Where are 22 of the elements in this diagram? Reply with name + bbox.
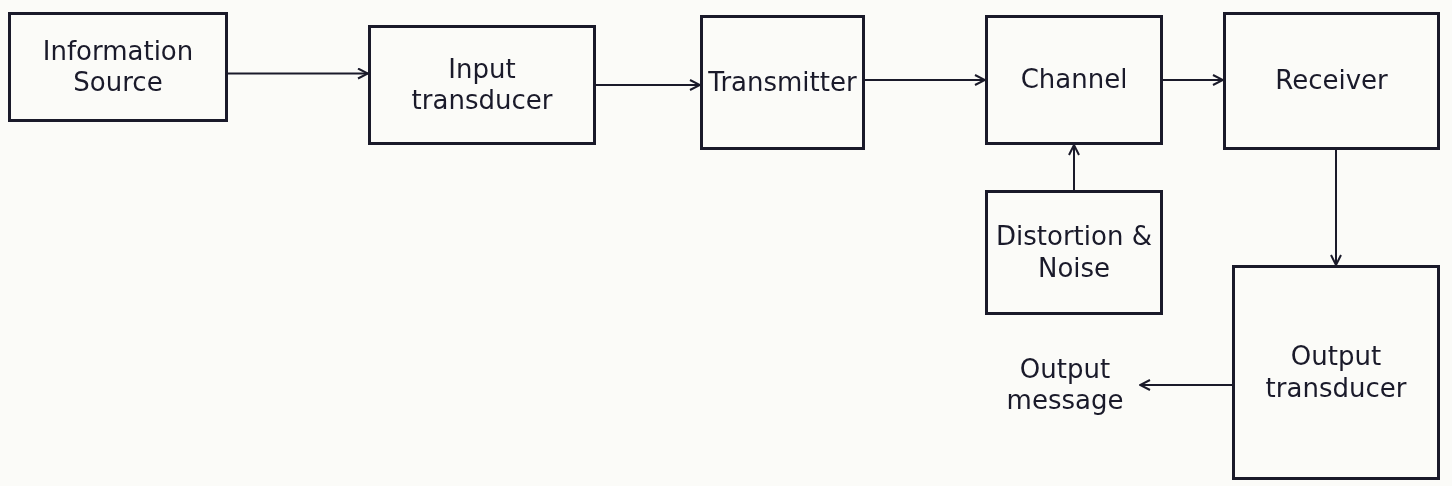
block-box xyxy=(985,190,1163,315)
block-label: Distortion & Noise xyxy=(995,221,1153,284)
block-label: Input transducer xyxy=(410,53,554,117)
arrow xyxy=(1068,144,1080,191)
block-box xyxy=(700,15,865,150)
arrow xyxy=(227,67,369,80)
block-box xyxy=(985,15,1163,145)
arrow xyxy=(595,79,701,91)
arrow xyxy=(1139,379,1233,391)
arrow xyxy=(1330,149,1342,266)
block-box xyxy=(1223,12,1440,150)
block-label: Output transducer xyxy=(1264,341,1408,404)
output-text: Output message xyxy=(1005,353,1125,417)
block-box xyxy=(368,25,596,145)
block-box xyxy=(8,12,228,122)
block-label: Information Source xyxy=(41,35,195,99)
block-label: Channel xyxy=(1020,64,1128,96)
block-label: Transmitter xyxy=(708,66,857,99)
block-box xyxy=(1232,265,1440,480)
arrow xyxy=(1162,74,1224,86)
arrow xyxy=(864,74,986,86)
block-label: Receiver xyxy=(1275,65,1388,97)
